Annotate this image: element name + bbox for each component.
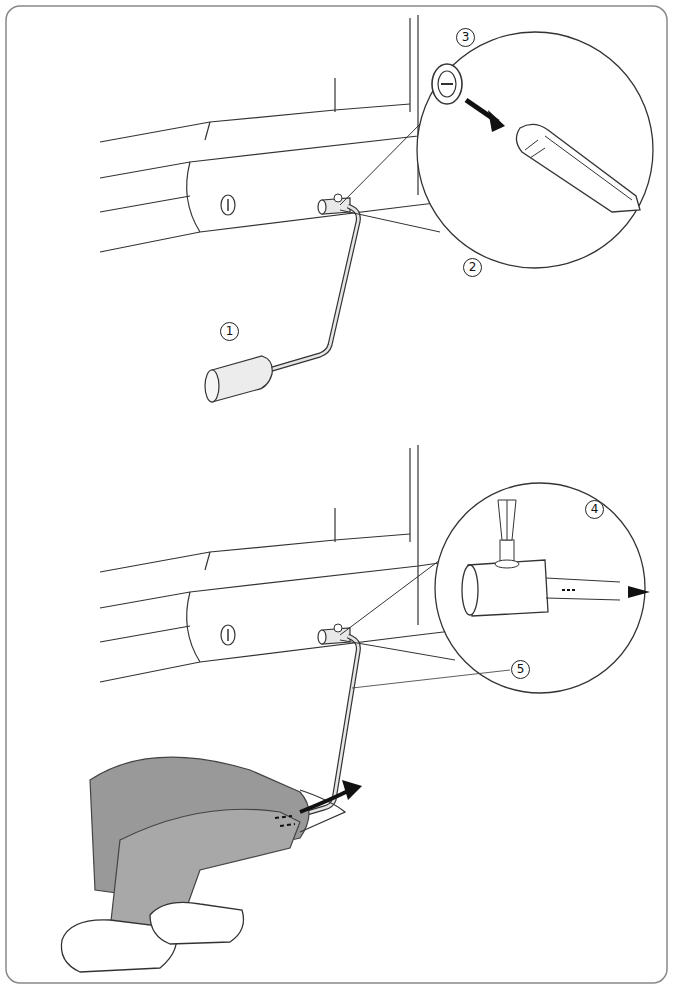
screw-detail bbox=[462, 500, 650, 616]
frame bbox=[6, 6, 667, 983]
callout-number: 4 bbox=[585, 500, 604, 519]
callout-number: 2 bbox=[463, 258, 482, 277]
callout-number: 5 bbox=[511, 660, 530, 679]
knee-lifter bbox=[205, 194, 358, 402]
switch-symbol bbox=[221, 625, 235, 645]
machine-body bbox=[100, 15, 460, 252]
switch-symbol bbox=[227, 199, 229, 211]
operator-legs bbox=[61, 757, 345, 972]
leader-line bbox=[352, 670, 510, 688]
push-arrow bbox=[300, 790, 350, 812]
push-arrow bbox=[342, 780, 362, 800]
switch-symbol bbox=[227, 629, 229, 641]
machine-body bbox=[100, 445, 460, 682]
callout-number: 1 bbox=[220, 322, 239, 341]
socket-detail bbox=[432, 64, 640, 212]
detail-circle bbox=[417, 32, 653, 268]
push-arrow bbox=[275, 816, 295, 826]
callout-number: 3 bbox=[456, 28, 475, 47]
switch-symbol bbox=[221, 195, 235, 215]
detail-circle bbox=[435, 483, 645, 693]
